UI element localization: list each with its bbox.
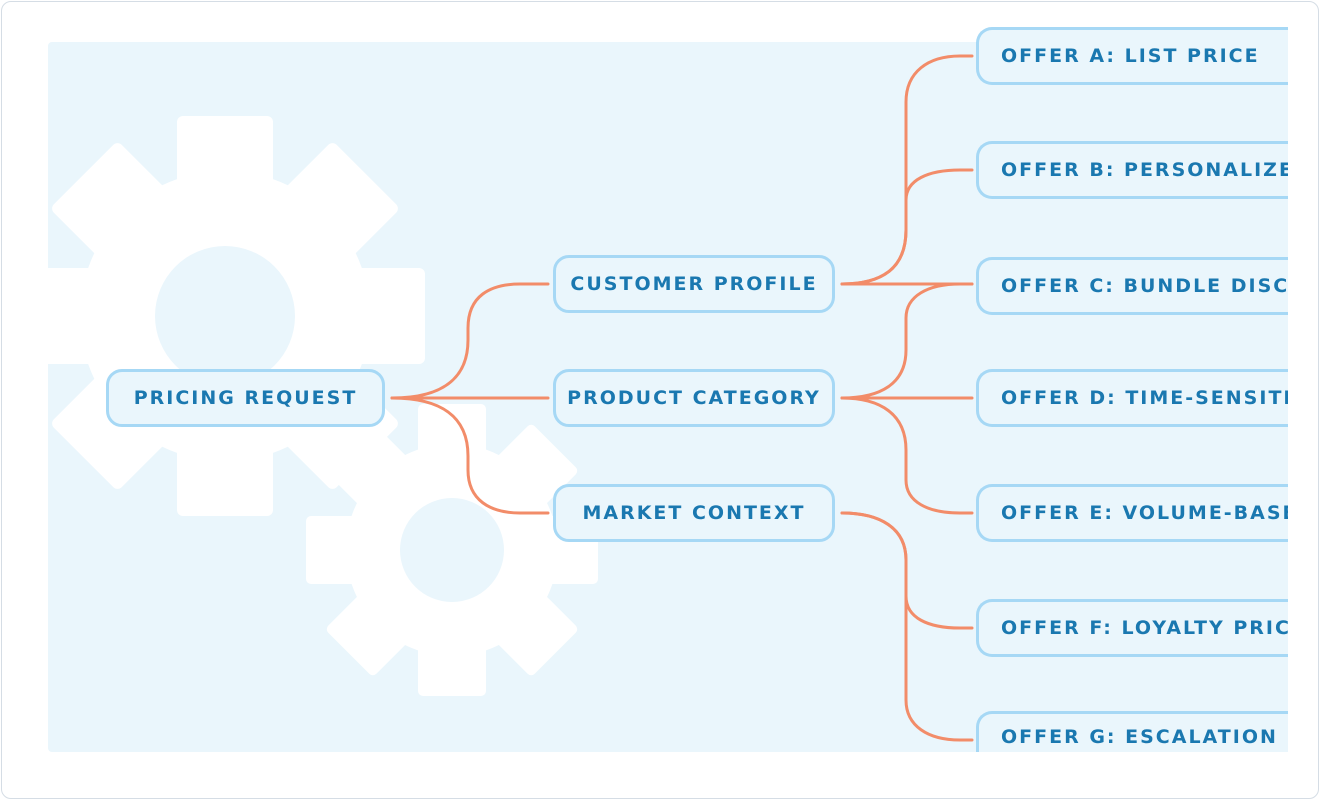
connector-root-customer (390, 282, 550, 400)
gear-icon-small (306, 404, 598, 696)
offer-node-b[interactable]: OFFER B: PERSONALIZED (976, 141, 1288, 199)
offer-node-label: OFFER A: LIST PRICE (1001, 45, 1260, 67)
offer-node-c[interactable]: OFFER C: BUNDLE DISCO (976, 257, 1288, 315)
offer-node-label: OFFER D: TIME-SENSITIV (1001, 387, 1288, 409)
factor-node-product-category[interactable]: PRODUCT CATEGORY (553, 369, 835, 427)
factor-node-label: CUSTOMER PROFILE (570, 273, 818, 295)
offer-node-f[interactable]: OFFER F: LOYALTY PRICE (976, 599, 1288, 657)
connector-product-offer-e (840, 396, 974, 515)
factor-node-label: MARKET CONTEXT (582, 502, 806, 524)
offer-node-label: OFFER B: PERSONALIZED (1001, 159, 1288, 181)
factor-node-customer-profile[interactable]: CUSTOMER PROFILE (553, 255, 835, 313)
offer-node-a[interactable]: OFFER A: LIST PRICE (976, 27, 1288, 85)
offer-node-label: OFFER F: LOYALTY PRICE (1001, 617, 1288, 639)
connector-customer-offer-b (840, 168, 974, 286)
connector-root-market (390, 396, 550, 515)
offer-node-label: OFFER G: ESCALATION RI (1001, 726, 1288, 748)
offer-node-d[interactable]: OFFER D: TIME-SENSITIV (976, 369, 1288, 427)
connector-product-offer-c (840, 282, 974, 400)
offer-node-label: OFFER E: VOLUME-BASEI (1001, 502, 1288, 524)
root-node-pricing-request[interactable]: PRICING REQUEST (106, 369, 385, 427)
root-node-label: PRICING REQUEST (133, 387, 358, 409)
offer-node-g[interactable]: OFFER G: ESCALATION RI (976, 711, 1288, 752)
offer-node-e[interactable]: OFFER E: VOLUME-BASEI (976, 484, 1288, 542)
factor-node-label: PRODUCT CATEGORY (567, 387, 821, 409)
connector-market-offer-g (840, 511, 974, 742)
offer-node-label: OFFER C: BUNDLE DISCO (1001, 275, 1288, 297)
factor-node-market-context[interactable]: MARKET CONTEXT (553, 484, 835, 542)
